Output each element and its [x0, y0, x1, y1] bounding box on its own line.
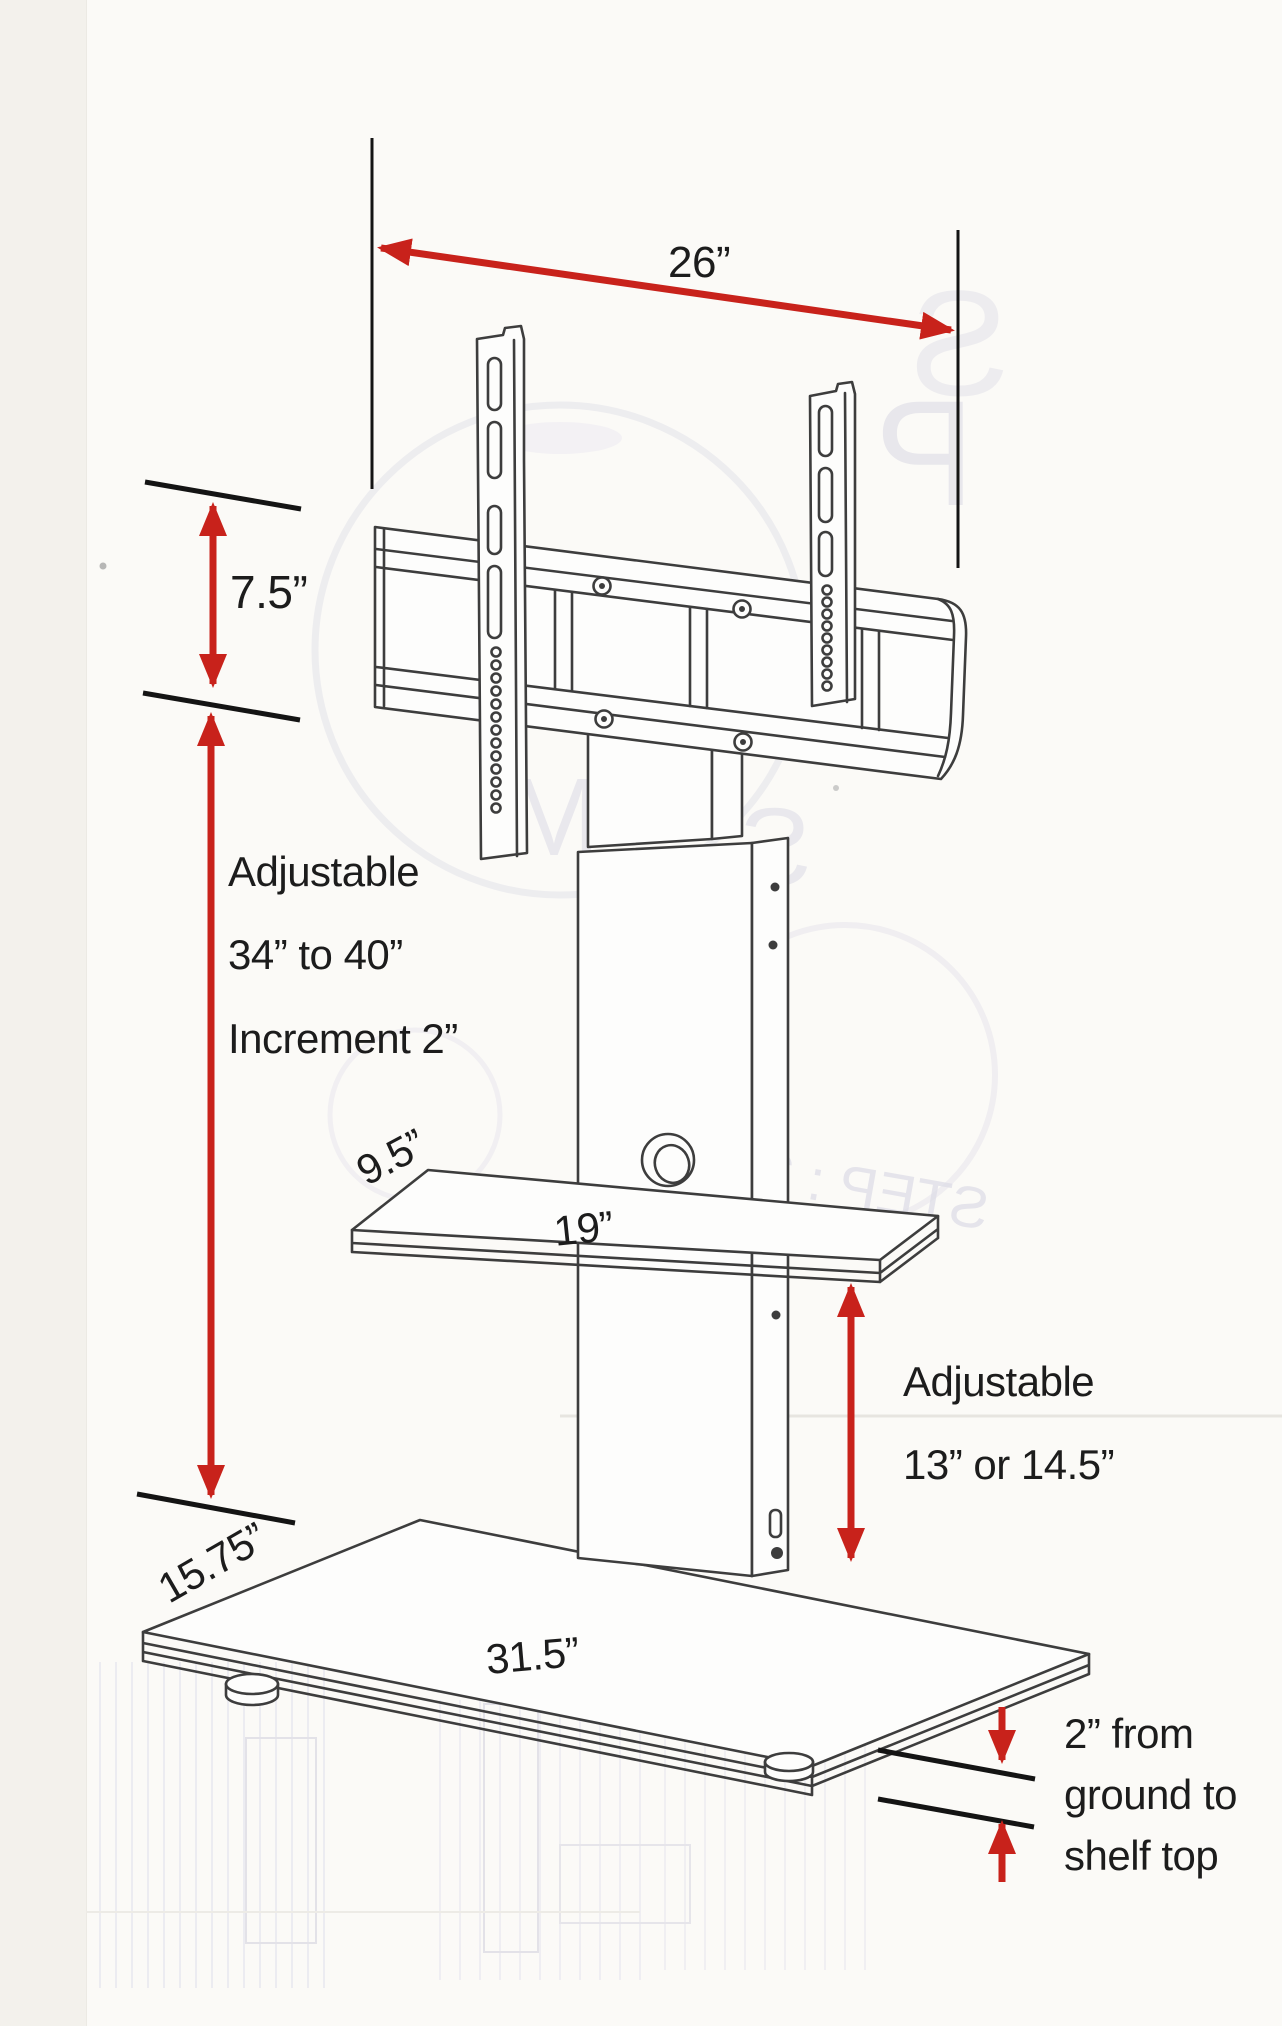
dimension-annotations: [136, 138, 1036, 1882]
dim-label-column-adjustable-1: Adjustable: [228, 848, 420, 895]
cable-grommet-hole: [640, 1132, 696, 1188]
bracket-arm-right-holes: [821, 584, 833, 692]
dim-label-ground-note-3: shelf top: [1064, 1832, 1219, 1879]
tv-mount-frame: [373, 525, 968, 781]
dim-label-ground-note-2: ground to: [1064, 1771, 1237, 1818]
dim-label-shelf-width: 19”: [551, 1201, 616, 1255]
dim-label-ground-note-1: 2” from: [1064, 1710, 1194, 1757]
upright-column: [576, 731, 790, 1578]
dim-label-base-width: 31.5”: [483, 1627, 581, 1683]
middle-shelf: [350, 1168, 940, 1284]
dim-label-column-adjustable-3: Increment 2”: [228, 1015, 458, 1062]
tick-marks: [136, 479, 1036, 1830]
red-dimension-arrows: [197, 238, 1016, 1882]
arrow-top-width-26in: [377, 238, 955, 340]
extension-lines: [370, 138, 960, 568]
dim-label-shelf-clearance-2: 13” or 14.5”: [903, 1441, 1115, 1488]
bracket-arm-right: [808, 380, 857, 708]
bracket-arm-left-holes: [490, 646, 502, 814]
base-foot-right: [763, 1751, 815, 1783]
page-margin: [0, 0, 87, 2026]
frame-screws: [592, 576, 753, 752]
dim-label-column-adjustable-2: 34” to 40”: [228, 931, 403, 978]
ghost-letter-s2: S: [910, 259, 1010, 427]
dim-label-top-width: 26”: [668, 238, 731, 287]
base-board: [141, 1518, 1091, 1797]
base-foot-left: [224, 1672, 280, 1707]
column-side-screws: [768, 882, 783, 1559]
column-latch: [768, 1508, 783, 1539]
bracket-arm-left: [475, 324, 529, 861]
dim-label-shelf-clearance-1: Adjustable: [903, 1358, 1095, 1405]
column-inner-tube: [586, 731, 714, 849]
dim-label-bracket-height: 7.5”: [230, 566, 308, 618]
